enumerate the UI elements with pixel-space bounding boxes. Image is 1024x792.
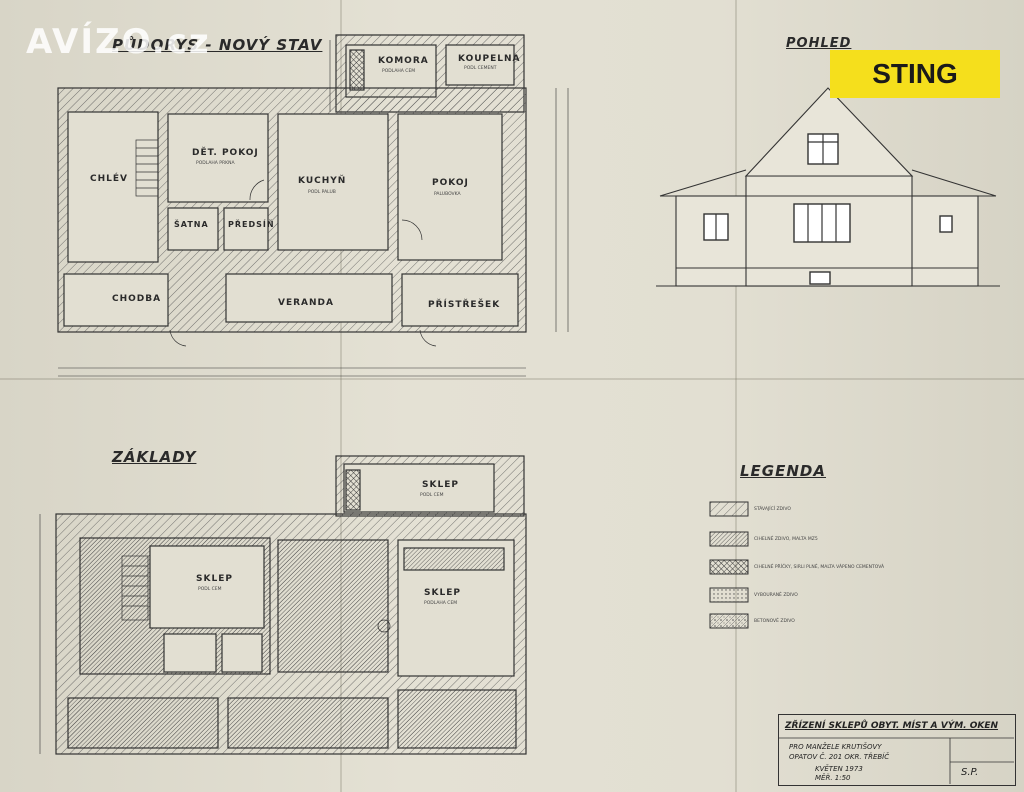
room-floor-sklep-left: PODL CEM [198,587,222,592]
room-label-pristresek: PŘÍSTŘEŠEK [428,300,501,310]
legend-label: BETONOVÉ ZDIVO [754,619,795,624]
title-block-date: KVĚTEN 1973 [815,765,863,773]
floor-plan [57,34,569,377]
room-floor-det-pokoj: PODLAHA PRKNA [196,161,235,166]
room-label-satna: ŠATNA [174,220,209,229]
legend-swatch [709,559,749,575]
legend-label: STÁVAJÍCÍ ZDIVO [754,507,791,512]
room-label-chodba: CHODBA [112,294,162,304]
sting-badge: STING [830,50,1000,98]
room-floor-koupelna: PODL CEMENT [464,66,497,71]
room-label-komora: KOMORA [378,56,429,66]
room-label-sklep-left: SKLEP [196,574,233,584]
legend-swatch [709,587,749,603]
room-label-chlev: CHLÉV [90,174,128,184]
elevation [656,87,1000,287]
room-label-koupelna: KOUPELNA [458,54,521,64]
room-label-det-pokoj: DĚT. POKOJ [192,148,259,158]
legend-swatch [709,501,749,517]
fold-line [0,378,1024,380]
room-label-pokoj: POKOJ [432,178,469,188]
room-floor-komora: PODLAHA CEM [382,69,416,74]
legend-label: VYBOURANÉ ZDIVO [754,593,798,598]
foundation-plan [39,455,527,755]
room-label-sklep-top: SKLEP [422,480,459,490]
room-label-kuchyn: KUCHYŇ [298,176,347,186]
floor-plan-title: PŮDORYS - NOVÝ STAV [112,36,323,54]
elevation-title: POHLED [786,36,852,51]
legend-title: LEGENDA [740,462,826,480]
title-block-scale: MĚŘ. 1:50 [815,774,851,782]
fold-line [735,0,737,792]
legend-swatch [709,613,749,629]
room-floor-pokoj: PALUBOVKA [434,192,461,197]
legend-swatches [709,501,749,629]
title-block: ZŘÍZENÍ SKLEPŮ OBYT. MÍST A VÝM. OKEN PR… [778,714,1016,786]
foundation-title: ZÁKLADY [112,448,197,466]
title-block-client: PRO MANŽELE KRUTIŠOVY [789,743,882,751]
legend-label: CIHELNÉ PŘÍČKY, SIRLI PLNÉ, MALTA VÁPENO… [754,565,885,570]
title-block-heading: ZŘÍZENÍ SKLEPŮ OBYT. MÍST A VÝM. OKEN [785,721,999,731]
room-floor-sklep-top: PODL CEM [420,493,444,498]
room-label-veranda: VERANDA [278,298,334,308]
title-block-initials: S.P. [961,767,979,778]
legend-swatch [709,531,749,547]
room-floor-sklep-right: PODLAHA CEM [424,601,458,606]
room-floor-kuchyn: PODL PALUB [308,190,336,195]
room-label-predsin: PŘEDSÍŇ [228,220,275,229]
title-block-address: OPATOV Č. 201 OKR. TŘEBÍČ [789,753,890,761]
fold-line [340,0,342,792]
room-label-sklep-right: SKLEP [424,588,461,598]
legend-label: CIHELNÉ ZDIVO, MALTA MZ5 [754,537,818,542]
watermark-logo: AVÍZO.cz [26,22,211,62]
